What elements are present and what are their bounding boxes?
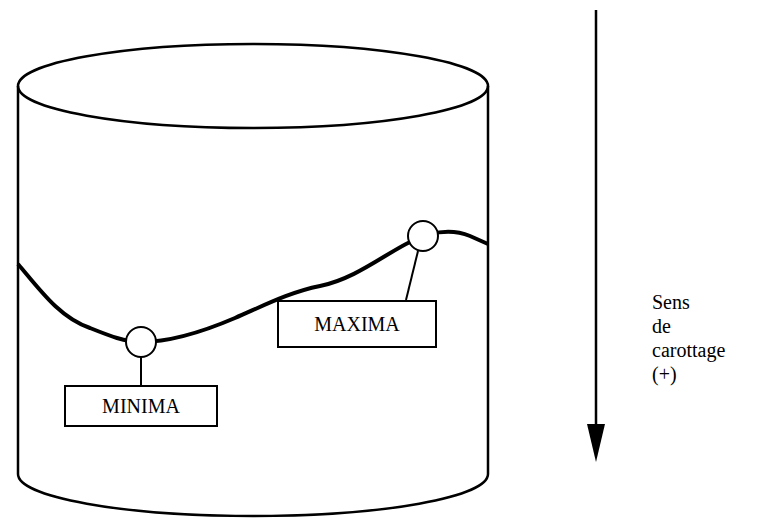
direction-arrow (595, 10, 598, 430)
arrowhead (587, 424, 605, 462)
leader-line (406, 251, 418, 300)
direction-label: Sens de carottage (+) (652, 290, 653, 386)
core-side (487, 86, 490, 474)
box-label: MAXIMA (314, 313, 400, 335)
core-side (17, 86, 20, 474)
core-top (18, 44, 488, 128)
label-box: MINIMA (64, 385, 218, 427)
leader-line (140, 357, 142, 385)
label-box: MAXIMA (277, 300, 437, 348)
minimum-point (126, 327, 156, 357)
box-label: MINIMA (102, 395, 180, 417)
maximum-point (408, 221, 438, 251)
core-bottom (18, 474, 488, 516)
